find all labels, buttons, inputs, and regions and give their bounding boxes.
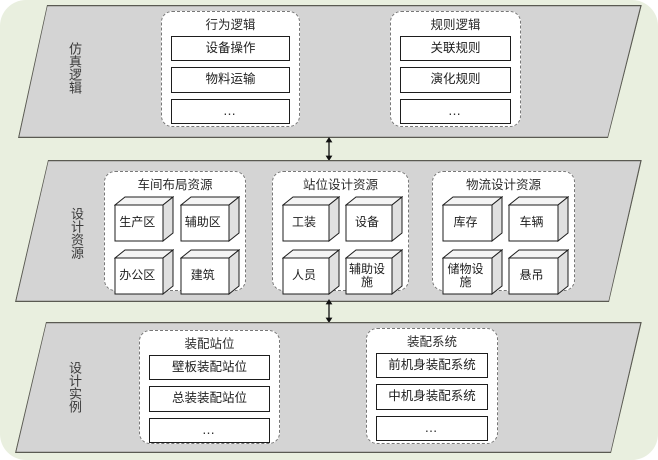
cube-item[interactable]: 建筑 bbox=[179, 249, 240, 295]
list-item[interactable]: 中机身装配系统 bbox=[376, 384, 488, 410]
band-shape-design-instances bbox=[15, 322, 642, 453]
group-title-behavior-logic: 行为逻辑 bbox=[205, 17, 256, 32]
cube-item[interactable]: 人员 bbox=[282, 249, 340, 295]
band-design-instances bbox=[15, 322, 642, 453]
group-items-rule-logic: 关联规则 演化规则 … bbox=[391, 36, 520, 132]
group-items-assembly-system: 前机身装配系统 中机身装配系统 … bbox=[367, 353, 497, 449]
cube-item[interactable]: 辅助区 bbox=[179, 196, 240, 242]
cube-item[interactable]: 辅助设施 bbox=[345, 249, 403, 295]
cube-item[interactable]: 悬吊 bbox=[508, 249, 569, 295]
group-title-assembly-system: 装配系统 bbox=[406, 334, 457, 349]
group-assembly-system[interactable]: 装配系统 前机身装配系统 中机身装配系统 … bbox=[366, 328, 498, 444]
band-label-simulation-logic: 仿真逻辑 bbox=[66, 42, 81, 94]
group-items-logistics-design-resources: 库存 车辆 储物设施 bbox=[433, 196, 574, 304]
list-item[interactable]: 演化规则 bbox=[400, 67, 511, 93]
list-item[interactable]: 壁板装配站位 bbox=[149, 355, 270, 381]
list-item[interactable]: 设备操作 bbox=[171, 36, 290, 62]
band-simulation-logic bbox=[18, 5, 642, 138]
group-station-design-resources[interactable]: 站位设计资源 工装 设备 bbox=[272, 171, 409, 295]
group-title-station-design-resources: 站位设计资源 bbox=[302, 177, 378, 192]
group-title-logistics-design-resources: 物流设计资源 bbox=[465, 177, 541, 192]
connector-bottom bbox=[322, 299, 336, 323]
group-behavior-logic[interactable]: 行为逻辑 设备操作 物料运输 … bbox=[161, 11, 300, 127]
list-item[interactable]: 关联规则 bbox=[400, 36, 511, 62]
connector-top bbox=[322, 137, 336, 161]
cube-item[interactable]: 办公区 bbox=[114, 249, 174, 295]
group-logistics-design-resources[interactable]: 物流设计资源 库存 车辆 bbox=[432, 171, 575, 295]
cube-item[interactable]: 库存 bbox=[442, 196, 503, 242]
list-item[interactable]: 总装装配站位 bbox=[149, 386, 270, 412]
group-items-behavior-logic: 设备操作 物料运输 … bbox=[162, 36, 299, 132]
group-assembly-station[interactable]: 装配站位 壁板装配站位 总装装配站位 … bbox=[139, 330, 280, 444]
cube-item[interactable]: 设备 bbox=[345, 196, 403, 242]
group-rule-logic[interactable]: 规则逻辑 关联规则 演化规则 … bbox=[390, 11, 521, 127]
list-item[interactable]: 物料运输 bbox=[171, 67, 290, 93]
cube-item[interactable]: 生产区 bbox=[114, 196, 174, 242]
band-label-design-resources: 设计资源 bbox=[68, 206, 83, 259]
list-item[interactable]: … bbox=[376, 415, 488, 442]
group-items-assembly-station: 壁板装配站位 总装装配站位 … bbox=[140, 355, 279, 451]
group-items-workshop-layout-resources: 生产区 辅助区 办公区 bbox=[105, 196, 245, 304]
group-title-workshop-layout-resources: 车间布局资源 bbox=[137, 177, 213, 192]
list-item[interactable]: … bbox=[149, 417, 270, 444]
group-workshop-layout-resources[interactable]: 车间布局资源 生产区 辅助区 bbox=[104, 171, 246, 295]
band-label-design-instances: 设计实例 bbox=[66, 360, 81, 413]
group-title-assembly-station: 装配站位 bbox=[184, 336, 235, 351]
list-item[interactable]: … bbox=[171, 98, 290, 125]
cube-item[interactable]: 储物设施 bbox=[442, 249, 503, 295]
cube-item[interactable]: 工装 bbox=[282, 196, 340, 242]
group-items-station-design-resources: 工装 设备 人员 bbox=[273, 196, 408, 304]
cube-item[interactable]: 车辆 bbox=[508, 196, 569, 242]
list-item[interactable]: 前机身装配系统 bbox=[376, 353, 488, 379]
group-title-rule-logic: 规则逻辑 bbox=[430, 17, 481, 32]
band-shape-simulation-logic bbox=[18, 5, 642, 138]
list-item[interactable]: … bbox=[400, 98, 511, 125]
